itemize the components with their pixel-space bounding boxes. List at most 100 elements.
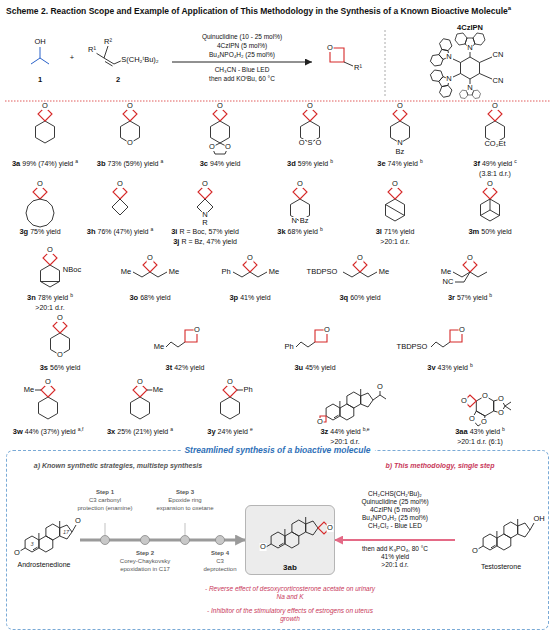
footnote-mark: b (489, 291, 492, 299)
label-line: + (69, 54, 74, 62)
compound-number: 3k (277, 228, 285, 236)
structure-stroke (26, 185, 54, 227)
label-line: O (307, 102, 314, 110)
structure-stroke (216, 536, 225, 545)
label-line: 3aa43% yieldb (455, 428, 505, 436)
atom-label: NBoc (62, 266, 81, 274)
yield-text: 59% yield (298, 160, 328, 168)
compound-number: 3n (27, 294, 36, 302)
structure-stroke (472, 396, 511, 426)
structure-stroke (490, 199, 491, 210)
label-line: 3k68% yieldb (277, 228, 322, 236)
structure-stroke (20, 548, 25, 551)
label-line: O (492, 102, 499, 110)
structure-stroke (105, 62, 113, 67)
step-label: Step 3 (176, 488, 194, 496)
compound-number: 3p (229, 294, 238, 302)
label-line: 3n78% yieldb (27, 294, 73, 302)
label-line: O (327, 524, 334, 532)
structure-stroke (121, 107, 140, 143)
compound-name: 3ab (283, 563, 297, 572)
compound-number: 3c (200, 160, 208, 168)
compound-number: 3x (107, 428, 115, 436)
step-text: Corey-Chaykovsky epoxidation in C17 (120, 558, 170, 572)
structure-stroke (96, 53, 104, 58)
label-line: OH (34, 38, 46, 46)
label-line: 3u45% yield (294, 364, 335, 372)
label-line: O (481, 418, 488, 426)
compound-number: 3aa (455, 428, 468, 436)
atom-label: OH (533, 515, 545, 523)
yield-text: >20:1 d.r. (35, 304, 64, 312)
label-line: O (14, 549, 21, 557)
label-line: Me (152, 386, 163, 394)
reaction-arrow (335, 539, 455, 541)
compound-name: Testosterone (481, 563, 521, 570)
condition-text: Bu₄NPO₄H₂ (25 mol%) (209, 51, 275, 59)
label-line: O (472, 547, 479, 555)
label-line: O (209, 143, 216, 151)
yield-text: 45% yield (305, 364, 335, 372)
yield-text: 68% yield (140, 294, 170, 302)
atom-label: Me (152, 386, 163, 394)
atom-label: N (467, 44, 473, 52)
position-number: 17 (63, 528, 69, 536)
compound-number: 3u (294, 364, 303, 372)
edge-layer (80, 540, 455, 541)
footnote-mark: b (320, 225, 323, 233)
atom-label: O (202, 180, 209, 188)
structure-stroke (380, 395, 386, 399)
structure-stroke (386, 185, 405, 221)
title-text: Scheme 2. Reaction Scope and Example of … (6, 6, 508, 16)
label-line: Me (440, 268, 451, 276)
label-line: O (498, 395, 505, 403)
label-line: Step 3 (176, 488, 194, 496)
compound-number: 3t (165, 364, 172, 372)
compound-number: 3z (320, 428, 328, 436)
label-line: Ph (221, 268, 231, 276)
atom-label: O (209, 143, 216, 151)
label-line: O (57, 351, 64, 359)
label-line: Me (153, 343, 164, 351)
structure-stroke (40, 58, 49, 64)
bioactivity-note: - Reverse effect of desoxycorticosterone… (205, 585, 375, 600)
structure-stroke (35, 390, 41, 391)
label-line: 3f49% yieldc (473, 160, 517, 168)
step-text: C3 carbonyl protection (enamine) (77, 497, 132, 511)
atom-label: Me (120, 268, 131, 276)
compound-number: 3j (173, 238, 179, 246)
yield-text: >20:1 d.r. (6:1) (457, 438, 503, 446)
atom-label: O (327, 44, 334, 52)
footnote-mark: b,e (363, 425, 370, 433)
label-line: 3 (30, 540, 33, 548)
label-line: 3m50% yield (468, 228, 511, 236)
label-line: R (202, 219, 208, 227)
atom-label: N (467, 84, 473, 92)
structure-stroke (211, 107, 230, 143)
label-line: 3y24% yielde (207, 428, 252, 436)
atom-label: O (469, 415, 476, 423)
atom-label: N (202, 211, 208, 219)
yield-text: 71% yield (384, 228, 414, 236)
condition-text: 4CzIPN (5 mol%) (370, 506, 420, 514)
label-line: CN (492, 77, 504, 85)
compound-number: 3m (468, 228, 479, 236)
label-line: Quinuclidine (10 - 25 mol%) (202, 33, 282, 41)
label-line: 3r57% yieldb (448, 294, 492, 302)
label-line: then add K₃PO₄, 80 °C (362, 545, 428, 553)
label-line: 17 (63, 528, 69, 536)
label-line: - Inhibitor of the stimulatory effects o… (200, 607, 380, 623)
atom-label: O (247, 254, 254, 262)
label-line: >20:1 d.r. (380, 238, 409, 246)
label-line: TBDPSO (306, 268, 338, 276)
structure-stroke (429, 66, 457, 99)
atom-label: O (147, 254, 154, 262)
atom-label: Me (168, 268, 179, 276)
compound-name: Androstenedione (18, 561, 71, 568)
label-line: 3v43% yieldb (427, 364, 472, 372)
compound-number: 3b (97, 160, 106, 168)
label-line: O (469, 415, 476, 423)
label-line: - Reverse effect of desoxycorticosterone… (200, 585, 380, 601)
atom-label: CN (492, 77, 504, 85)
atom-label: O (194, 326, 201, 334)
